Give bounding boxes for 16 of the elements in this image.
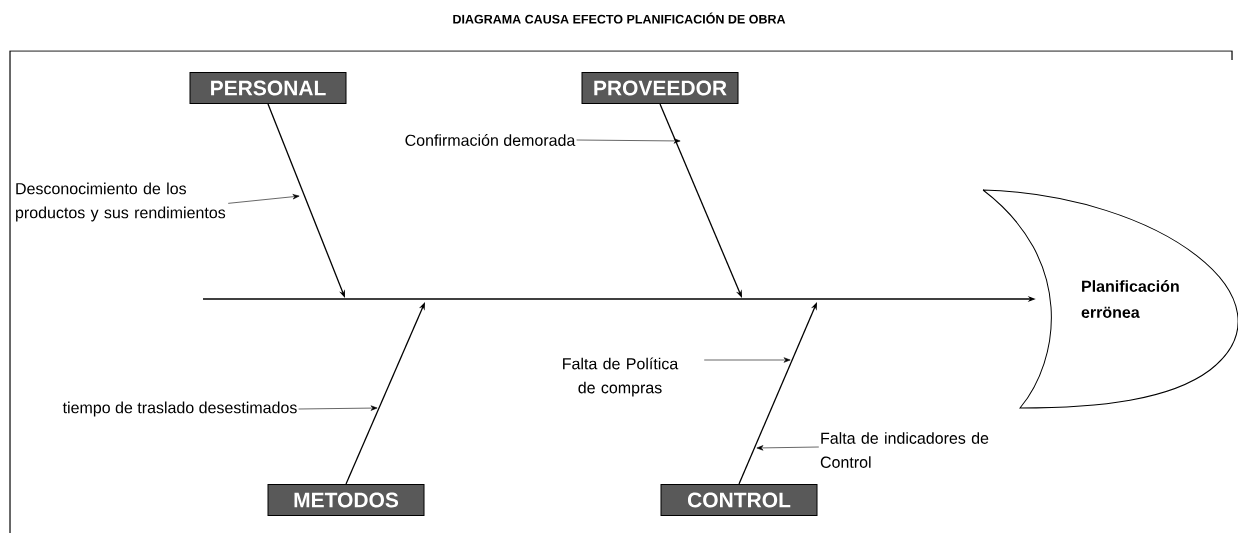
cause-text: Falta de Política de compras: [563, 357, 679, 397]
cause-text: Desconocimiento de los productos y sus rendimientos: [16, 182, 226, 222]
arrow: [703, 357, 791, 363]
cause-text: Falta de indicadores de Control: [820, 432, 989, 468]
category-box: METODOS: [267, 484, 425, 516]
arrow: [756, 445, 820, 451]
cause-text: Confirmación demorada: [405, 134, 576, 146]
category-box: CONTROL: [660, 484, 818, 516]
title: DIAGRAMA CAUSA EFECTO PLANIFICACIÓN DE OBRA: [453, 12, 786, 24]
arrow: [227, 194, 300, 204]
category-box: PERSONAL: [189, 72, 347, 104]
category-box: PROVEEDOR: [581, 72, 739, 104]
arrow: [298, 405, 378, 411]
effect-head: Planificación errönea: [1081, 280, 1179, 318]
cause-text: tiempo de traslado desestimados: [62, 401, 297, 417]
arrow: [576, 138, 681, 144]
